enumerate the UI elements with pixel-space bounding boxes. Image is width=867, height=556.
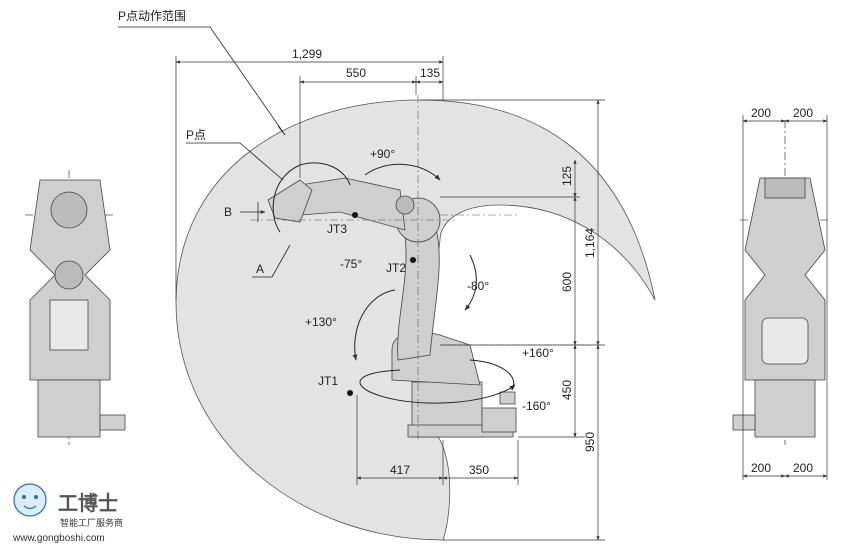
jt3-marker xyxy=(352,212,358,218)
watermark-logo: 工博士 智能工厂服务商 www.gongboshi.com xyxy=(12,483,123,544)
dim-1164: 1,164 xyxy=(583,228,597,258)
dim-135: 135 xyxy=(420,66,440,80)
dim-350: 350 xyxy=(469,463,489,477)
leader-lines xyxy=(118,26,291,278)
angle-minus80: -80° xyxy=(467,279,489,293)
side-dimension-lines xyxy=(742,115,828,480)
jt1-label: JT1 xyxy=(318,374,338,388)
dim-600: 600 xyxy=(560,272,574,292)
p-point-label: P点 xyxy=(186,128,206,142)
range-title-label: P点动作范围 xyxy=(118,9,186,23)
robot-rear-view-right xyxy=(732,120,830,445)
dim-total-reach: 1,299 xyxy=(292,47,322,61)
rotation-arrows xyxy=(272,162,516,404)
mascot-icon xyxy=(13,483,47,517)
side-dim-top-left: 200 xyxy=(751,106,771,120)
base-connector xyxy=(481,407,517,433)
brand-name: 工博士 xyxy=(58,491,118,515)
joint-markers xyxy=(347,212,416,396)
a-label: A xyxy=(256,262,264,276)
jt2-marker xyxy=(410,257,416,263)
dim-417: 417 xyxy=(390,463,410,477)
brand-url: www.gongboshi.com xyxy=(12,533,105,544)
side-dim-top-right: 200 xyxy=(793,106,813,120)
dim-550: 550 xyxy=(346,66,366,80)
dim-125: 125 xyxy=(560,166,574,186)
robot-side-view xyxy=(267,177,517,438)
angle-plus130: +130° xyxy=(305,315,337,329)
side-dim-bottom-right: 200 xyxy=(793,461,813,475)
angle-plus160: +160° xyxy=(522,346,554,360)
dimension-values: 1,299 550 135 417 350 125 1,164 600 450 … xyxy=(292,47,597,477)
angle-minus160: -160° xyxy=(522,399,551,413)
jt2-label: JT2 xyxy=(386,261,406,275)
brand-tagline: 智能工厂服务商 xyxy=(60,517,123,529)
labels: P点动作范围 P点 A B JT3 JT2 JT1 +90° -75° -80°… xyxy=(118,9,554,413)
side-dimension-values: 200 200 200 200 xyxy=(751,106,813,475)
dim-950: 950 xyxy=(583,432,597,452)
angle-plus90: +90° xyxy=(370,147,395,161)
jt1-marker xyxy=(347,390,353,396)
b-label: B xyxy=(224,205,232,219)
dim-450: 450 xyxy=(560,380,574,400)
dimension-lines xyxy=(175,56,605,541)
angle-minus75: -75° xyxy=(340,257,362,271)
jt3-label: JT3 xyxy=(327,222,347,236)
side-dim-bottom-left: 200 xyxy=(751,461,771,475)
robot-front-view-left xyxy=(25,170,126,445)
